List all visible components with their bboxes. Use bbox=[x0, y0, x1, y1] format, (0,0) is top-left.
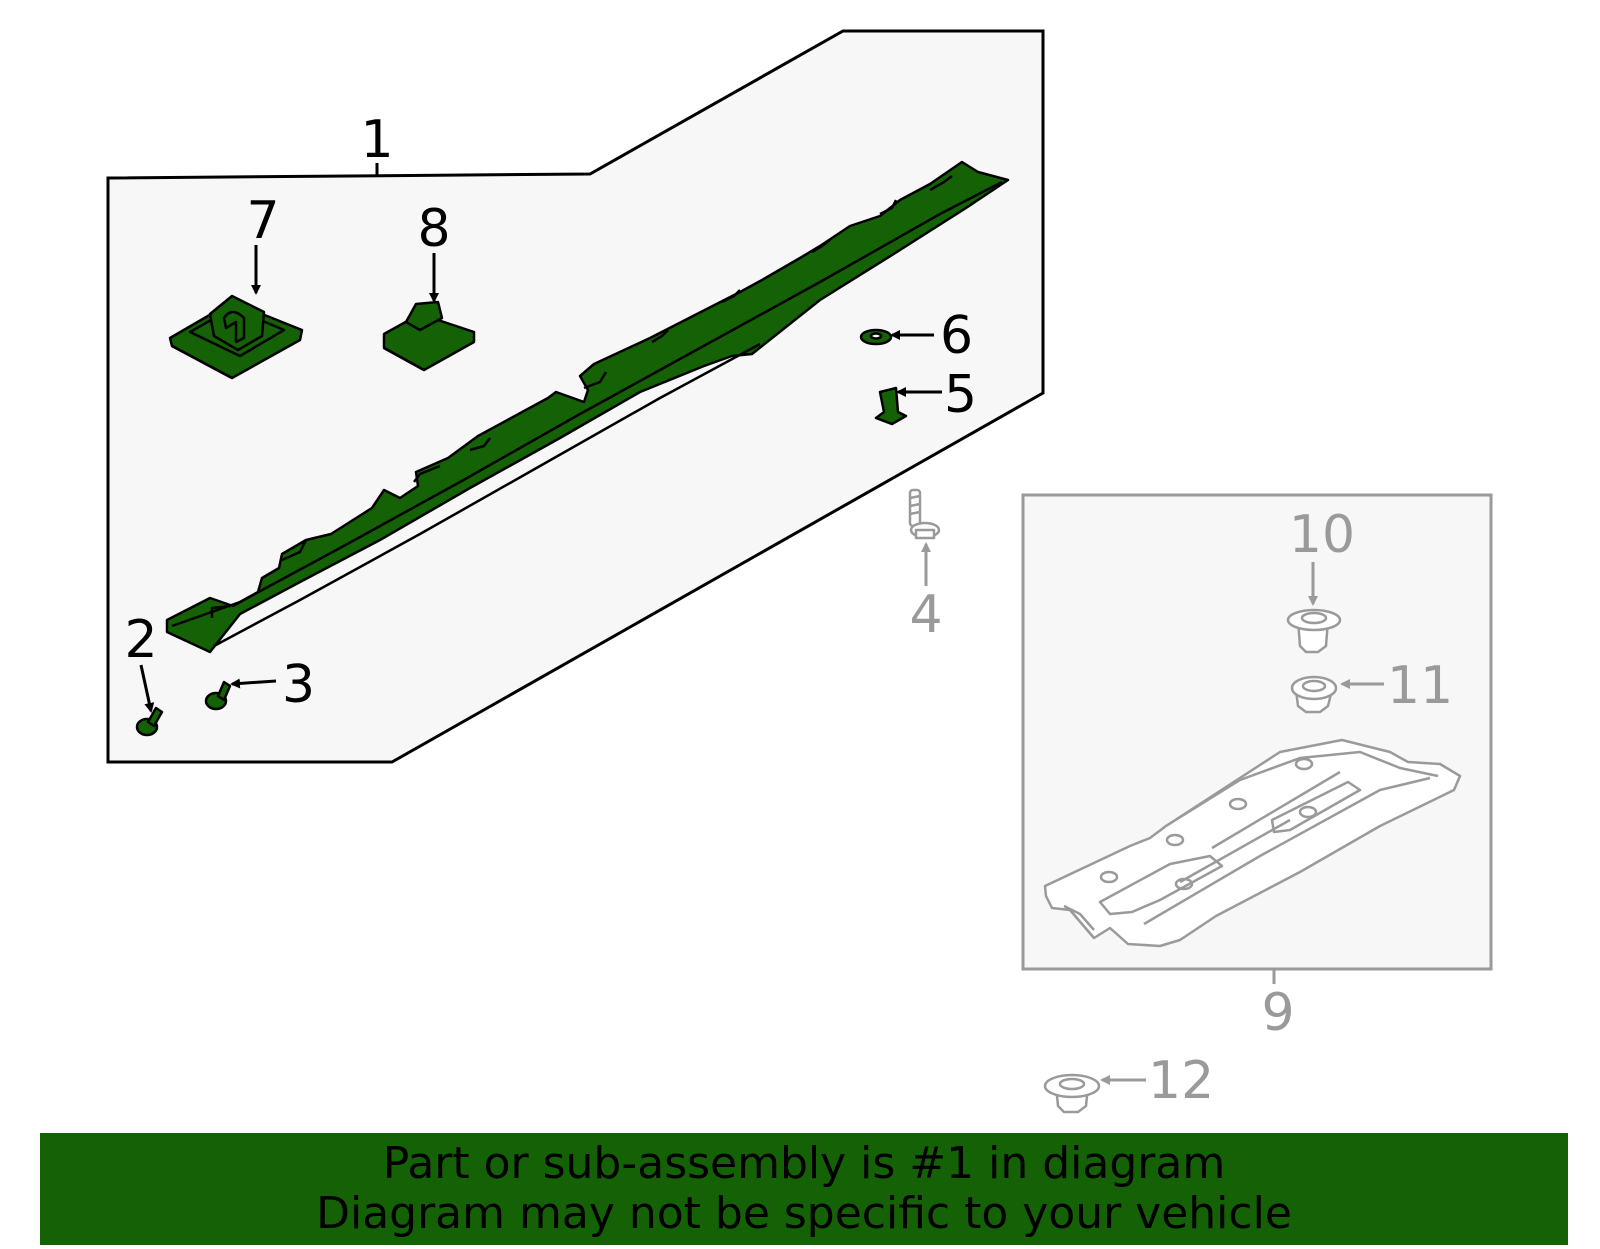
callout-1: 1 bbox=[360, 110, 393, 170]
splash-shield-part-9 bbox=[1043, 738, 1462, 948]
screw-part-2 bbox=[135, 706, 164, 737]
washer-part-6 bbox=[859, 328, 893, 346]
info-banner: Part or sub-assembly is #1 in diagram Di… bbox=[40, 1133, 1568, 1245]
nut-part-12 bbox=[1043, 1073, 1101, 1114]
callout-3: 3 bbox=[282, 655, 315, 715]
callout-8: 8 bbox=[417, 199, 450, 259]
callout-6: 6 bbox=[940, 306, 973, 366]
callout-9: 9 bbox=[1261, 983, 1294, 1043]
clip-part-8 bbox=[382, 300, 476, 372]
callout-5: 5 bbox=[944, 365, 977, 425]
screw-part-3 bbox=[204, 680, 232, 711]
assembly-1-panel bbox=[106, 29, 1045, 764]
callout-4: 4 bbox=[909, 585, 942, 645]
callout-11: 11 bbox=[1387, 656, 1453, 716]
callout-2-leader bbox=[139, 664, 155, 713]
nut-part-10 bbox=[1286, 608, 1342, 654]
callout-10: 10 bbox=[1289, 505, 1355, 565]
callout-7: 7 bbox=[246, 191, 279, 251]
banner-line-1: Part or sub-assembly is #1 in diagram bbox=[382, 1138, 1226, 1189]
rocker-molding bbox=[165, 160, 1010, 654]
banner-line-2: Diagram may not be specific to your vehi… bbox=[316, 1188, 1292, 1239]
nut-part-11 bbox=[1290, 675, 1338, 714]
callout-2: 2 bbox=[124, 610, 157, 670]
bolt-part-4 bbox=[908, 488, 941, 540]
callout-3-leader bbox=[230, 678, 277, 689]
clip-part-7 bbox=[168, 294, 304, 380]
callout-12: 12 bbox=[1148, 1051, 1214, 1111]
